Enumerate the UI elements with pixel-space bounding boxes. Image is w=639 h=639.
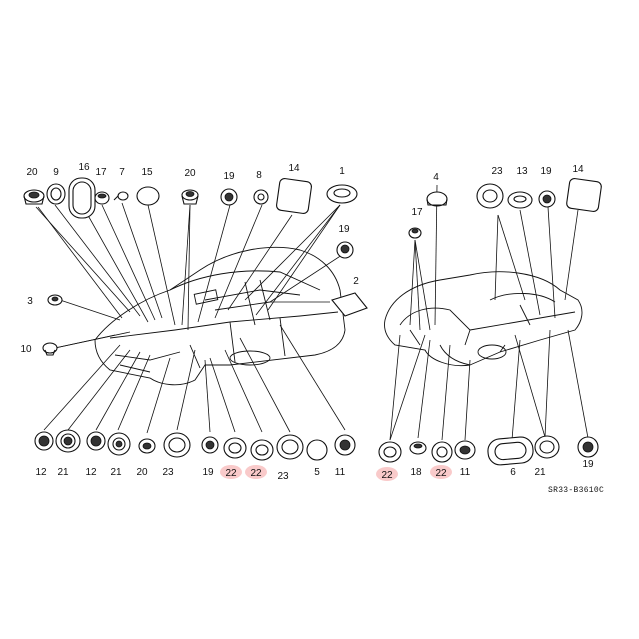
part-20-bottom bbox=[138, 438, 156, 454]
part-21-a bbox=[55, 429, 81, 453]
label-14: 14 bbox=[288, 163, 300, 174]
part-19-mid bbox=[336, 241, 354, 259]
label-22: 22 bbox=[225, 468, 237, 479]
label-12: 12 bbox=[35, 467, 47, 478]
label-11: 11 bbox=[460, 467, 471, 478]
label-19: 19 bbox=[540, 166, 552, 177]
highlight-22-a bbox=[220, 465, 242, 479]
part-5-ring bbox=[306, 439, 328, 461]
label-19: 19 bbox=[582, 459, 594, 470]
label-17: 17 bbox=[95, 167, 107, 178]
part-17-right bbox=[408, 227, 422, 239]
part-18 bbox=[409, 441, 427, 455]
label-1: 1 bbox=[339, 166, 345, 177]
label-21: 21 bbox=[57, 467, 69, 478]
part-21-b bbox=[107, 432, 131, 456]
part-22-b bbox=[250, 439, 274, 461]
label-14: 14 bbox=[572, 164, 584, 175]
label-3: 3 bbox=[27, 296, 33, 307]
label-23: 23 bbox=[277, 471, 289, 482]
part-1-ring bbox=[326, 184, 358, 204]
label-7: 7 bbox=[119, 167, 125, 178]
leader-lines bbox=[35, 184, 589, 441]
label-18: 18 bbox=[410, 467, 422, 478]
label-17: 17 bbox=[411, 207, 423, 218]
highlight-marks bbox=[220, 465, 452, 481]
part-22-d bbox=[431, 441, 453, 463]
labels-left-bottom: 12 21 12 21 20 23 19 22 22 23 5 11 bbox=[35, 467, 345, 482]
part-11-right bbox=[454, 440, 476, 460]
labels-left-side: 3 10 bbox=[20, 296, 33, 355]
part-23-b bbox=[276, 434, 304, 460]
part-19-bottom-left bbox=[201, 436, 219, 454]
part-6-oval bbox=[487, 436, 534, 466]
label-19: 19 bbox=[338, 224, 350, 235]
part-15-cap bbox=[136, 186, 160, 206]
label-20: 20 bbox=[136, 467, 148, 478]
label-22: 22 bbox=[250, 468, 262, 479]
part-22-a bbox=[223, 437, 247, 459]
label-19: 19 bbox=[223, 171, 235, 182]
part-14-pad-left bbox=[276, 178, 312, 214]
highlight-22-d bbox=[430, 465, 452, 479]
label-10: 10 bbox=[20, 344, 32, 355]
part-4-cap bbox=[426, 191, 448, 207]
part-16-plug-oval bbox=[68, 177, 96, 219]
label-12: 12 bbox=[85, 467, 97, 478]
label-23: 23 bbox=[491, 166, 503, 177]
label-8: 8 bbox=[256, 170, 262, 181]
part-23-right bbox=[476, 183, 504, 209]
label-20: 20 bbox=[26, 167, 38, 178]
label-20: 20 bbox=[184, 168, 196, 179]
part-19-right-bottom bbox=[577, 436, 599, 458]
labels-right-top: 4 23 13 19 14 17 bbox=[411, 164, 584, 218]
label-15: 15 bbox=[141, 167, 153, 178]
label-22: 22 bbox=[381, 470, 393, 481]
labels-right-bottom: 22 18 22 11 6 21 19 bbox=[381, 459, 594, 481]
part-14-pad-right bbox=[566, 178, 602, 212]
label-21: 21 bbox=[534, 467, 546, 478]
part-3-clip bbox=[47, 294, 63, 306]
label-21: 21 bbox=[110, 467, 122, 478]
part-13-ring bbox=[507, 191, 533, 209]
label-5: 5 bbox=[314, 467, 320, 478]
part-7-clip bbox=[113, 191, 129, 201]
part-2-pad bbox=[331, 292, 368, 317]
part-23-a bbox=[163, 432, 191, 458]
labels-left-top: 20 9 16 17 7 15 20 19 8 14 1 19 2 bbox=[26, 162, 359, 287]
label-22: 22 bbox=[435, 468, 447, 479]
label-19: 19 bbox=[202, 467, 214, 478]
label-23: 23 bbox=[162, 467, 174, 478]
label-13: 13 bbox=[516, 166, 528, 177]
label-16: 16 bbox=[78, 162, 90, 173]
label-4: 4 bbox=[433, 172, 439, 183]
part-20-top-left bbox=[23, 189, 45, 205]
part-11-bottom-left bbox=[334, 434, 356, 456]
label-9: 9 bbox=[53, 167, 59, 178]
left-car-body bbox=[94, 246, 346, 386]
label-2: 2 bbox=[353, 276, 359, 287]
part-12-b bbox=[86, 431, 106, 451]
right-car-body bbox=[384, 271, 583, 367]
label-11: 11 bbox=[335, 467, 346, 478]
part-17 bbox=[94, 191, 110, 205]
highlight-22-c bbox=[376, 467, 398, 481]
part-12-a bbox=[34, 431, 54, 451]
highlight-22-b bbox=[245, 465, 267, 479]
part-8 bbox=[253, 189, 269, 205]
part-21-right bbox=[534, 435, 560, 459]
part-20-top-right bbox=[181, 189, 199, 205]
part-10-clip bbox=[42, 342, 58, 356]
reference-code: SR33-B3610C bbox=[548, 486, 604, 495]
part-19-right-top bbox=[538, 190, 556, 208]
part-9 bbox=[46, 183, 66, 205]
label-6: 6 bbox=[510, 467, 516, 478]
part-19-top bbox=[220, 188, 238, 206]
part-22-c bbox=[378, 441, 402, 463]
